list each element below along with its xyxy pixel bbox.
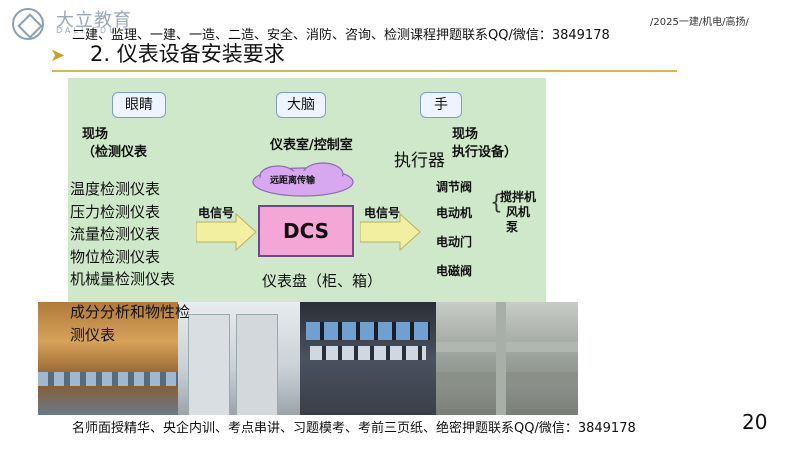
signal-in-arrow: [196, 212, 257, 252]
device-item: 电动机: [436, 206, 473, 220]
remote-transmission-cloud: [252, 162, 354, 197]
brand-name: 大立教育: [56, 10, 132, 31]
signal-out-arrow: [360, 212, 421, 252]
instrument-item: 温度检测仪表: [70, 180, 161, 198]
brace-icon: {: [490, 190, 503, 214]
slide-title: 2. 仪表设备安装要求: [90, 42, 285, 66]
dcs-box: DCS: [258, 205, 354, 257]
field-instruments-title: 现场 （检测仪表: [82, 127, 148, 160]
signal-out-label: 电信号: [364, 206, 401, 220]
device-item: 电动门: [436, 235, 473, 249]
course-path: /2025一建/机电/高扬/: [650, 17, 749, 28]
title-underline: [52, 70, 677, 72]
logo-icon: [12, 8, 44, 40]
field-instrument-photo: [38, 302, 178, 415]
eyes-callout: 眼睛: [112, 92, 166, 118]
instrument-item: 机械量检测仪表: [70, 270, 176, 288]
motor-load: 搅拌机: [500, 190, 537, 204]
motor-load: 泵: [506, 220, 519, 234]
device-item: 调节阀: [436, 180, 473, 194]
brand-subtitle: DALI EDU: [56, 26, 118, 35]
top-advert: 二建、监理、一建、一造、二造、安全、消防、咨询、检测课程押题联系QQ/微信：38…: [72, 28, 610, 43]
executor-title: 执行器: [394, 151, 445, 171]
control-room-photo: [300, 302, 436, 415]
instrument-item: 物位检测仪表: [70, 247, 161, 266]
remote-transmission-label: 远距离传输: [270, 176, 316, 186]
page-number: 20: [742, 410, 768, 434]
title-arrow-icon: ➤: [50, 45, 66, 66]
control-room-title: 仪表室/控制室: [270, 138, 353, 153]
instrument-item: 流量检测仪表: [70, 225, 161, 243]
instrument-item: 压力检测仪表: [70, 202, 161, 221]
instrument-list-continued: 成分分析和物性检 测仪表: [70, 301, 190, 346]
instrument-item: 测仪表: [70, 325, 116, 344]
instrument-list: 温度检测仪表 压力检测仪表 流量检测仪表 物位检测仪表 机械量检测仪表: [70, 178, 175, 291]
instrument-item: 成分分析和物性检: [70, 303, 191, 321]
motor-load: 风机: [506, 205, 531, 219]
footer-advert: 名师面授精华、央企内训、考点串讲、习题模考、考前三页纸、绝密押题联系QQ/微信：…: [72, 421, 636, 436]
hand-callout: 手: [420, 92, 462, 118]
panel-label: 仪表盘（柜、箱）: [262, 272, 383, 290]
cabinet-photo: [178, 302, 300, 415]
field-actuator-title: 现场 执行设备）: [452, 127, 518, 160]
signal-in-label: 电信号: [198, 206, 235, 220]
device-item: 电磁阀: [436, 264, 473, 278]
brain-callout: 大脑: [276, 92, 326, 118]
pipeline-photo: [436, 302, 578, 415]
